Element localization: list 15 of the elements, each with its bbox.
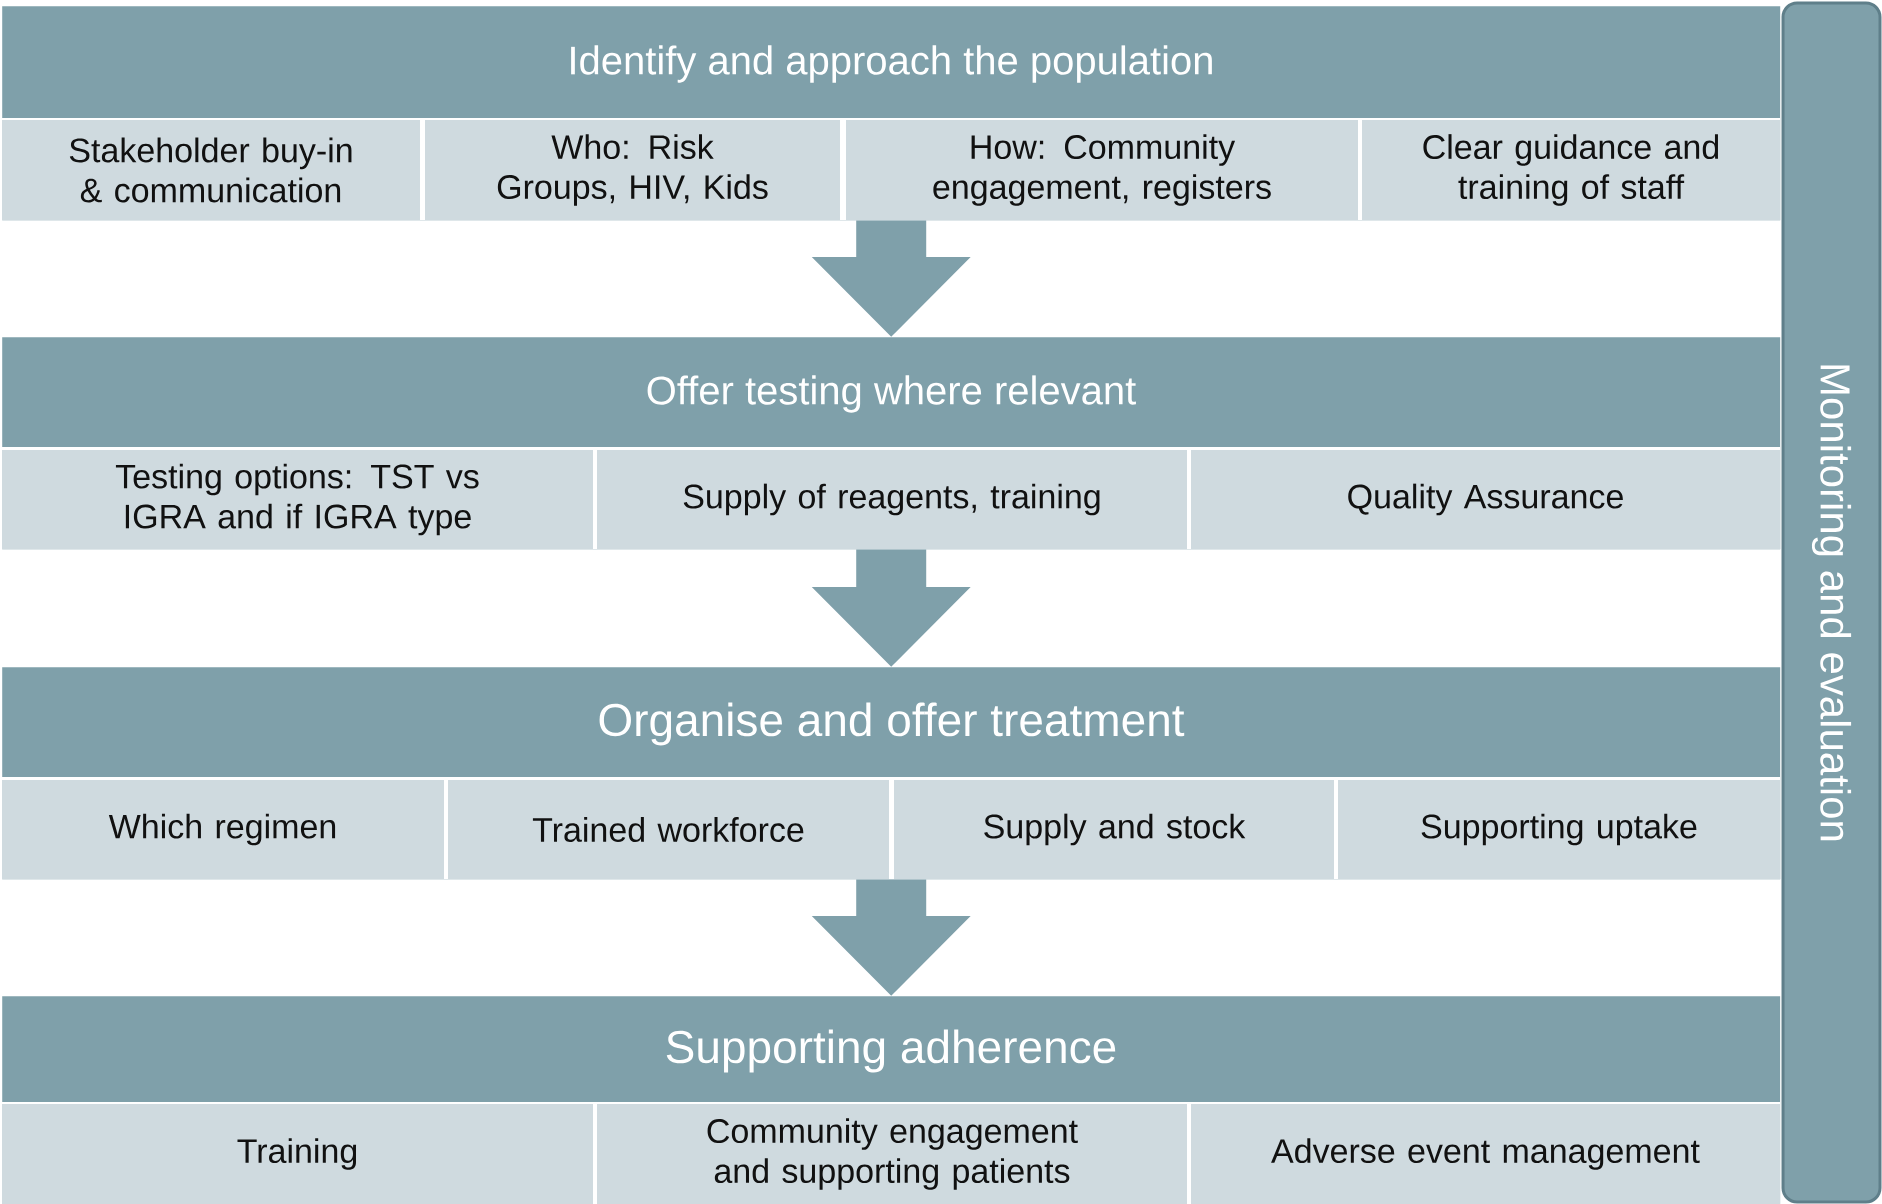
topic-box: How: Community engagement, registers — [846, 120, 1358, 220]
topic-box: Adverse event management — [1191, 1104, 1780, 1204]
side-band: Monitoring and evaluation — [1781, 1, 1882, 1204]
topic-box: Supply of reagents, training — [597, 450, 1187, 549]
topic-box: Quality Assurance — [1191, 450, 1780, 549]
topic-box: Training — [2, 1104, 593, 1204]
topic-box: Which regimen — [2, 780, 444, 879]
topic-box: Testing options: TST vs IGRA and if IGRA type — [2, 450, 593, 549]
topic-box: Supply and stock — [894, 780, 1334, 879]
topic-box: Supporting uptake — [1338, 780, 1780, 879]
topic-box: Stakeholder buy-in & communication — [2, 120, 420, 220]
topic-box: Who: Risk Groups, HIV, Kids — [425, 120, 840, 220]
topic-box: Clear guidance and training of staff — [1362, 120, 1780, 220]
topic-box: Community engagement and supporting patients — [597, 1104, 1187, 1204]
topic-box: Trained workforce — [448, 780, 889, 879]
